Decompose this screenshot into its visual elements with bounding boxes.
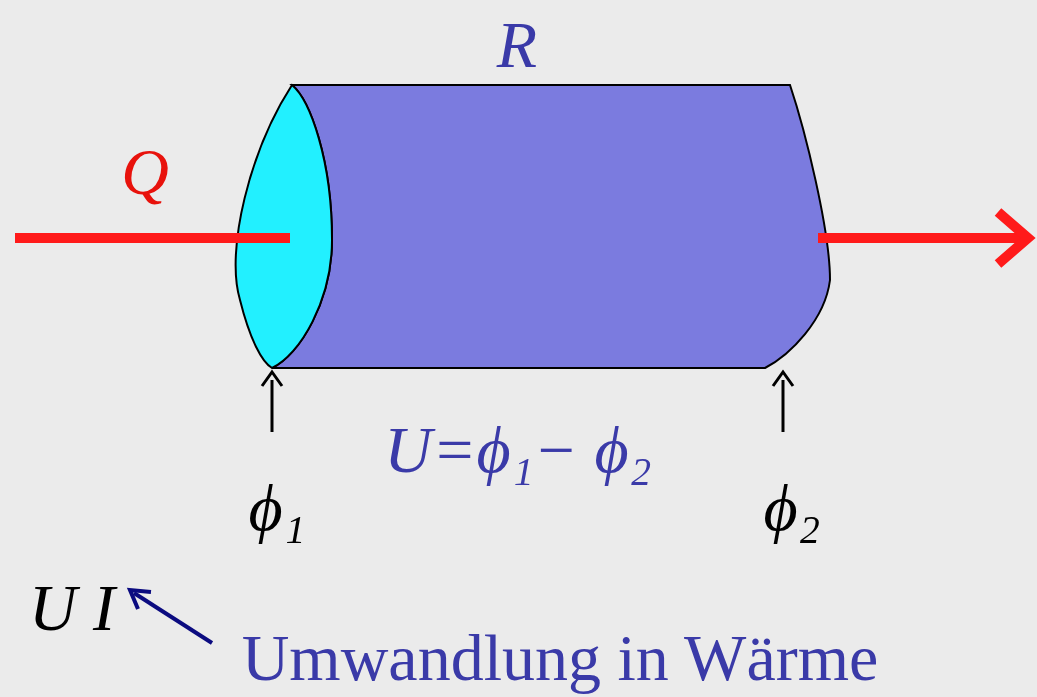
leader-arrow [134,593,212,643]
heat-flow-in [15,233,290,243]
power-label: U I [29,572,115,645]
resistor-label: R [497,9,537,82]
potential-pointer-head [262,372,282,386]
resistor-body [272,85,830,368]
potential-pointer [271,380,274,432]
heat-flow-arrowhead [998,212,1028,264]
heat-label: Q [121,136,169,209]
potential-pointer [782,380,785,432]
potential-label: ϕ₁ [248,472,305,545]
resistor-end-face [236,85,332,368]
heat-flow-out [818,233,1026,243]
leader-arrow-head [130,590,151,609]
note-text: Umwandlung in Wärme [242,622,879,695]
potential-label: ϕ₂ [763,472,820,545]
voltage-formula: U=ϕ₁− ϕ₂ [384,414,651,487]
potential-pointer-head [773,372,793,386]
